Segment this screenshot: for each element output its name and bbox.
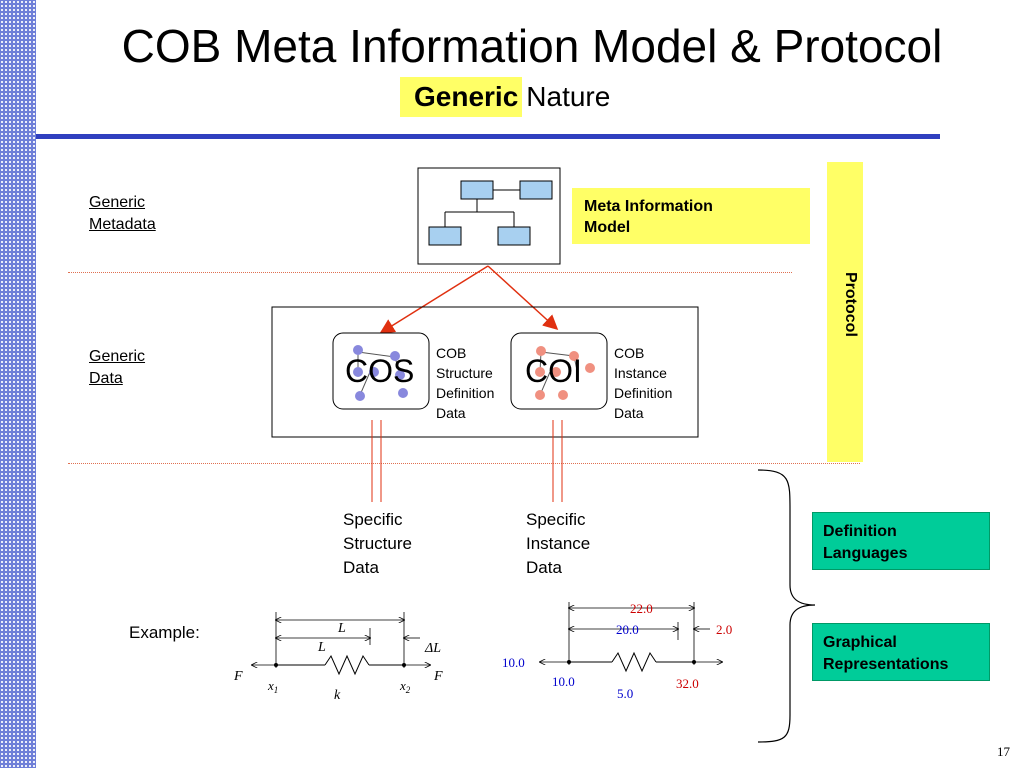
example-left-diagram xyxy=(252,612,430,676)
specific-instance-2: Instance xyxy=(526,534,591,553)
sidebar-pattern xyxy=(0,0,36,768)
ex-F-left: F xyxy=(233,669,243,684)
ex-x1: x1 xyxy=(267,678,278,695)
graphical-representations-box: Graphical Representations xyxy=(812,623,990,681)
ex-v2: 2.0 xyxy=(716,622,732,637)
coi-desc-2: Instance xyxy=(614,365,667,381)
cos-desc-2: Structure xyxy=(436,365,493,381)
graphical-representations-line2: Representations xyxy=(823,656,949,673)
generic-metadata-label[interactable]: Generic Metadata xyxy=(89,192,156,236)
specific-instance-data: Specific Instance Data xyxy=(526,508,590,580)
example-label: Example: xyxy=(129,623,200,642)
protocol-bar: Protocol xyxy=(827,162,863,462)
cos-desc-1: COB xyxy=(436,345,467,361)
generic-data-label[interactable]: Generic Data xyxy=(89,346,145,390)
meta-info-line2: Model xyxy=(584,219,631,236)
ex-x2: x2 xyxy=(399,678,411,695)
cos-connector-lines xyxy=(371,420,382,502)
ex-v22: 22.0 xyxy=(630,601,653,616)
meta-information-box: Meta Information Model xyxy=(572,188,810,244)
cos-desc-3: Definition xyxy=(436,385,495,401)
specific-instance-1: Specific xyxy=(526,510,586,529)
definition-languages-line1: Definition xyxy=(823,523,897,540)
slide-subtitle: Generic Nature xyxy=(400,76,610,118)
generic-metadata-line2[interactable]: Metadata xyxy=(89,216,156,233)
ex-v20: 20.0 xyxy=(616,622,639,637)
coi-description: COB Instance Definition Data xyxy=(614,343,672,423)
ex-v5: 5.0 xyxy=(617,686,633,701)
meta-model-diagram xyxy=(417,167,561,265)
meta-info-line1: Meta Information xyxy=(584,198,713,215)
page-number: 17 xyxy=(997,744,1010,759)
specific-structure-2: Structure xyxy=(343,534,412,553)
cos-description: COB Structure Definition Data xyxy=(436,343,494,423)
cos-desc-4: Data xyxy=(436,405,466,421)
subtitle-highlight: Generic xyxy=(400,77,523,117)
specific-structure-1: Specific xyxy=(343,510,403,529)
specific-structure-data: Specific Structure Data xyxy=(343,508,412,580)
specific-structure-3: Data xyxy=(343,558,379,577)
ex-k: k xyxy=(334,688,341,703)
ex-x1-main: x xyxy=(267,678,274,693)
right-brace xyxy=(757,469,816,743)
ex-v10-left: 10.0 xyxy=(502,655,525,670)
coi-desc-1: COB xyxy=(614,345,645,361)
generic-data-line2[interactable]: Data xyxy=(89,370,123,387)
arrow-to-cos xyxy=(379,265,489,334)
coi-desc-4: Data xyxy=(614,405,644,421)
generic-metadata-line1[interactable]: Generic xyxy=(89,194,146,211)
ex-v10-bottom: 10.0 xyxy=(552,674,575,689)
cos-label: COS xyxy=(345,353,415,389)
coi-desc-3: Definition xyxy=(614,385,673,401)
coi-connector-lines xyxy=(552,420,563,502)
ex-L-mid: L xyxy=(317,640,326,655)
definition-languages-line2: Languages xyxy=(823,545,908,562)
subtitle-rest: Nature xyxy=(526,81,611,112)
coi-box xyxy=(510,332,608,410)
specific-instance-3: Data xyxy=(526,558,562,577)
ex-F-right: F xyxy=(433,669,443,684)
cos-box xyxy=(332,332,430,410)
ex-L-top: L xyxy=(337,621,346,636)
slide-title: COB Meta Information Model & Protocol xyxy=(121,20,943,72)
definition-languages-box: Definition Languages xyxy=(812,512,990,570)
example-right-diagram xyxy=(540,602,722,673)
ex-delta-L: ΔL xyxy=(424,641,441,656)
title-rule xyxy=(36,134,940,139)
separator-top xyxy=(68,272,792,273)
generic-data-container xyxy=(271,306,699,438)
ex-x2-sub: 2 xyxy=(406,685,411,695)
separator-bottom xyxy=(68,463,860,464)
generic-data-line1[interactable]: Generic xyxy=(89,348,146,365)
ex-x2-main: x xyxy=(399,678,406,693)
ex-v32: 32.0 xyxy=(676,676,699,691)
coi-label: COI xyxy=(525,353,582,389)
ex-x1-sub: 1 xyxy=(274,685,279,695)
arrow-to-coi xyxy=(487,265,559,331)
graphical-representations-line1: Graphical xyxy=(823,634,897,651)
